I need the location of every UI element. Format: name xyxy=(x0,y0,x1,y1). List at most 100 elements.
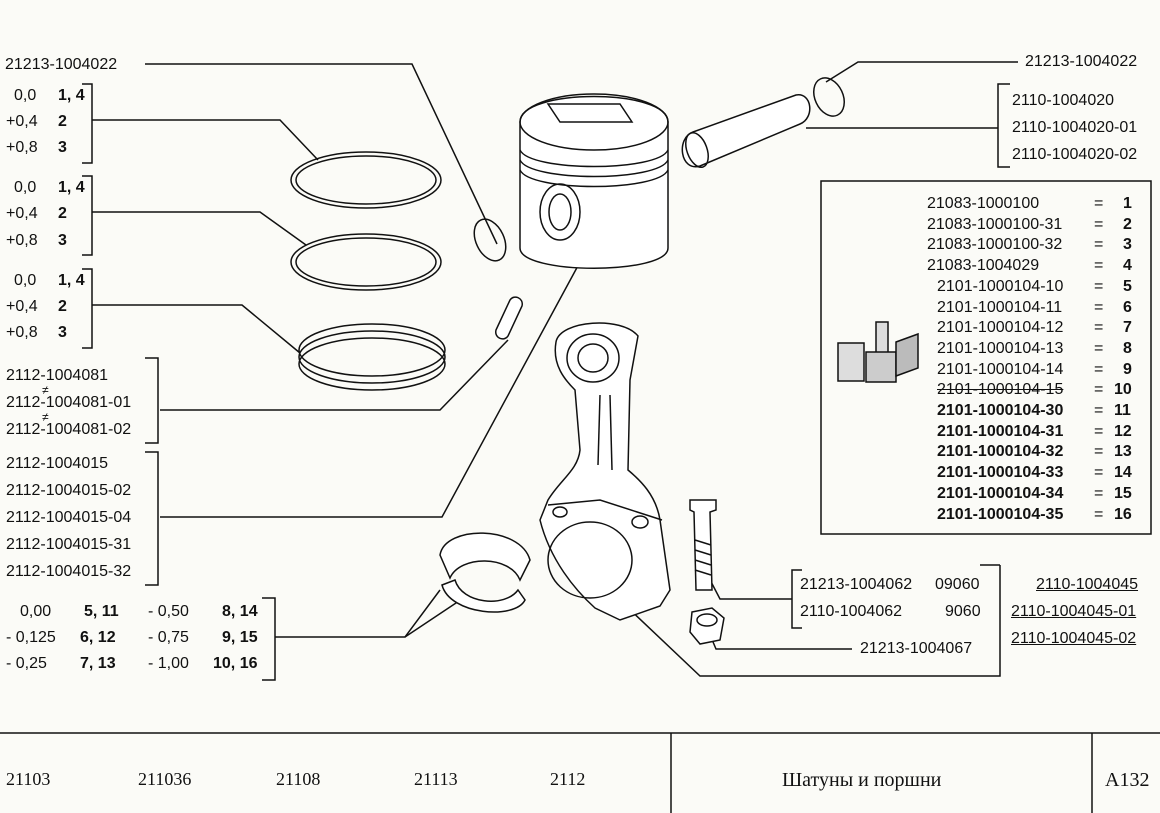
bearing-ref: 7, 13 xyxy=(80,655,116,672)
piston-part-number: 2101-1000104-31 xyxy=(937,422,1064,440)
equals-sign: = xyxy=(1094,319,1104,337)
rod-number: 2112-1004015 xyxy=(6,455,109,472)
ring-oversize: +0,4 xyxy=(6,205,38,222)
piston-ref: 15 xyxy=(1114,484,1132,502)
piston-part-number: 2101-1000104-34 xyxy=(937,484,1064,502)
piston-ref: 7 xyxy=(1123,319,1132,337)
ring-oversize: +0,8 xyxy=(6,232,38,249)
equals-sign: = xyxy=(1094,215,1104,233)
bearing-size: 0,00 xyxy=(20,603,52,620)
piston-part-number: 2101-1000104-32 xyxy=(937,443,1064,461)
bolt-code: 9060 xyxy=(945,603,981,620)
bearing-size: - 0,50 xyxy=(148,603,189,620)
leader-rod xyxy=(160,261,581,518)
neq-mark: ≠ xyxy=(42,410,49,424)
bearing-ref: 10, 16 xyxy=(213,655,258,672)
bearing-set-number: 2110-1004045 xyxy=(1036,576,1139,593)
page-number: A132 xyxy=(1105,769,1150,791)
piston-ref: 5 xyxy=(1123,277,1132,295)
piston-part-number: 2101-1000104-13 xyxy=(937,339,1064,357)
rod-number: 2112-1004015-32 xyxy=(6,563,132,580)
bearing-size: - 0,75 xyxy=(148,629,189,646)
pin-number: 2110-1004020-02 xyxy=(1012,146,1138,163)
equals-sign: = xyxy=(1094,464,1104,482)
leader-dowel xyxy=(160,339,509,411)
model-211036: 211036 xyxy=(138,769,192,789)
leader-ring-1 xyxy=(92,119,319,161)
equals-sign: = xyxy=(1094,236,1104,254)
piston-part-number: 2101-1000104-30 xyxy=(937,402,1064,419)
dowel-number: 2112-1004081 xyxy=(6,367,109,384)
bolt-number: 2110-1004062 xyxy=(800,603,903,620)
ring-oversize: +0,4 xyxy=(6,113,38,130)
ring-oversize: 0,0 xyxy=(14,87,37,104)
piston-ref: 10 xyxy=(1114,381,1132,399)
equals-sign: = xyxy=(1094,277,1104,295)
rod-number: 2112-1004015-02 xyxy=(6,482,132,499)
model-21113: 21113 xyxy=(414,769,458,789)
piston-part-number: 2101-1000104-14 xyxy=(937,360,1064,378)
piston-part-number: 2101-1000104-12 xyxy=(937,319,1064,337)
equals-sign: = xyxy=(1094,402,1104,419)
ring-ref: 2 xyxy=(58,113,67,130)
dowel-number: 2112-1004081-02 xyxy=(6,421,132,438)
ring-ref: 1, 4 xyxy=(58,87,85,104)
bolt-number: 21213-1004062 xyxy=(800,576,913,593)
piston-part-number: 21083-1004029 xyxy=(927,257,1040,275)
page-title: Шатуны и поршни xyxy=(782,769,942,791)
ring-ref: 1, 4 xyxy=(58,179,85,196)
leader-nut xyxy=(707,629,852,650)
ring-oversize: 0,0 xyxy=(14,272,37,289)
piston-part-number: 21083-1000100-32 xyxy=(927,236,1063,254)
piston-ref: 3 xyxy=(1123,236,1132,254)
piston-ref: 8 xyxy=(1123,339,1132,357)
nut-number: 21213-1004067 xyxy=(860,640,973,657)
bearing-size: - 0,125 xyxy=(6,629,56,646)
ring-ref: 3 xyxy=(58,232,67,249)
rod-number: 2112-1004015-31 xyxy=(6,536,132,553)
leader-ring-2 xyxy=(92,211,307,246)
piston-part-number: 2101-1000104-15 xyxy=(937,381,1064,399)
pin-number: 2110-1004020-01 xyxy=(1012,119,1138,136)
equals-sign: = xyxy=(1094,195,1104,212)
leader-ring-3 xyxy=(92,304,301,354)
piston-part-number: 2101-1000104-10 xyxy=(937,277,1064,295)
dowel-number: 2112-1004081-01 xyxy=(6,394,132,411)
equals-sign: = xyxy=(1094,443,1104,461)
piston-ref: 12 xyxy=(1114,422,1132,440)
neq-mark: ≠ xyxy=(42,383,49,397)
leader-bolt xyxy=(707,575,792,600)
piston-ref: 2 xyxy=(1123,215,1132,233)
equals-sign: = xyxy=(1094,381,1104,399)
model-21108: 21108 xyxy=(276,769,321,789)
equals-sign: = xyxy=(1094,484,1104,502)
equals-sign: = xyxy=(1094,257,1104,275)
piston-ref: 9 xyxy=(1123,360,1132,378)
bearing-set-number: 2110-1004045-02 xyxy=(1011,630,1137,647)
ring-ref: 3 xyxy=(58,139,67,156)
equals-sign: = xyxy=(1094,360,1104,378)
lock-ring-right-label: 21213-1004022 xyxy=(1025,53,1138,70)
piston-ref: 13 xyxy=(1114,443,1132,461)
piston-part-number: 21083-1000100-31 xyxy=(927,215,1063,233)
ring-oversize: 0,0 xyxy=(14,179,37,196)
ring-ref: 2 xyxy=(58,298,67,315)
piston-part-number: 21083-1000100 xyxy=(927,195,1040,212)
piston-ref: 14 xyxy=(1114,464,1132,482)
equals-sign: = xyxy=(1094,298,1104,316)
piston-ref: 11 xyxy=(1114,402,1131,419)
model-21103: 21103 xyxy=(6,769,51,789)
ring-oversize: +0,4 xyxy=(6,298,38,315)
leader-lock-ring-left xyxy=(145,63,498,245)
equals-sign: = xyxy=(1094,505,1104,523)
ring-oversize: +0,8 xyxy=(6,139,38,156)
piston-ref: 6 xyxy=(1123,298,1132,316)
piston-ref: 1 xyxy=(1123,195,1132,212)
model-2112: 2112 xyxy=(550,769,586,789)
bolt-code: 09060 xyxy=(935,576,980,593)
bearing-size: - 1,00 xyxy=(148,655,189,672)
bearing-ref: 9, 15 xyxy=(222,629,258,646)
bearing-ref: 5, 11 xyxy=(84,603,119,620)
piston-part-number: 2101-1000104-11 xyxy=(937,298,1063,316)
leader-lock-ring-right xyxy=(825,61,1018,83)
